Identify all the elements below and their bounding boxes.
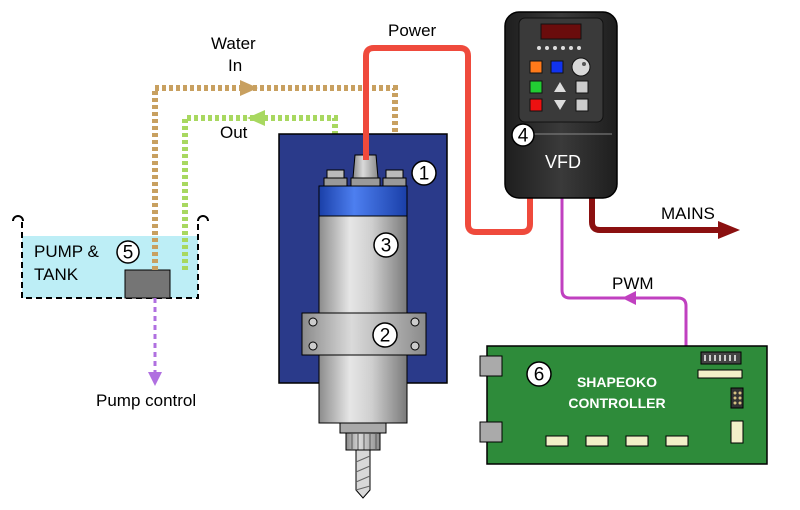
vfd-orange-button[interactable] bbox=[529, 60, 543, 74]
shapeoko-controller: 6 SHAPEOKO CONTROLLER bbox=[479, 345, 768, 465]
pump-tank-label-line2: TANK bbox=[34, 265, 79, 284]
spindle-collet bbox=[339, 422, 387, 451]
tank-lip-left bbox=[12, 215, 24, 222]
callout-5: 5 bbox=[123, 243, 134, 264]
vfd-knob[interactable] bbox=[571, 57, 591, 77]
pin-header-strip bbox=[697, 369, 743, 379]
pump-tank-label-line1: PUMP & bbox=[34, 242, 100, 261]
tank-outline bbox=[21, 222, 199, 299]
vfd-blue-button[interactable] bbox=[550, 60, 564, 74]
spindle-cap bbox=[318, 185, 408, 217]
stepper-connectors bbox=[545, 435, 689, 447]
pump-control-label: Pump control bbox=[96, 391, 196, 410]
spindle-clamp bbox=[301, 312, 427, 356]
usb-port bbox=[479, 355, 503, 377]
water-in-label-line1: Water bbox=[211, 34, 256, 53]
end-mill-bit bbox=[355, 449, 371, 499]
callout-4-circle bbox=[511, 123, 535, 147]
vfd-gray-button-1[interactable] bbox=[575, 80, 589, 94]
controller-label-line2: CONTROLLER bbox=[568, 395, 665, 411]
callout-3-circle bbox=[373, 232, 399, 258]
vfd-display bbox=[540, 23, 582, 40]
vfd-indicator-leds bbox=[537, 46, 581, 50]
callout-6-circle bbox=[526, 361, 552, 387]
callout-6: 6 bbox=[534, 365, 545, 386]
vfd-run-button[interactable] bbox=[529, 80, 543, 94]
pump-tank: PUMP & TANK 5 bbox=[12, 215, 209, 299]
side-terminal bbox=[730, 420, 744, 444]
power-jack bbox=[479, 421, 503, 443]
power-label: Power bbox=[388, 21, 437, 40]
vfd-stop-button[interactable] bbox=[529, 98, 543, 112]
vfd-label: VFD bbox=[545, 152, 581, 172]
vfd-gray-button-2[interactable] bbox=[575, 98, 589, 112]
tank-lip-right bbox=[197, 215, 209, 222]
vfd-unit: 4 VFD bbox=[504, 11, 618, 199]
water-in-arrow bbox=[240, 80, 258, 96]
pump-control-line bbox=[148, 298, 162, 386]
vfd-up-arrow-icon[interactable] bbox=[554, 82, 566, 92]
pwm-label: PWM bbox=[612, 274, 654, 293]
pump-unit bbox=[124, 269, 171, 299]
water-out-label: Out bbox=[220, 123, 248, 142]
callout-2-circle bbox=[372, 322, 398, 348]
controller-label-line1: SHAPEOKO bbox=[577, 374, 657, 390]
mains-line bbox=[589, 198, 722, 233]
mains-arrow bbox=[718, 221, 740, 239]
water-in-label-line2: In bbox=[228, 56, 242, 75]
power-line bbox=[363, 45, 533, 235]
mains-label: MAINS bbox=[661, 204, 715, 223]
water-out-arrow bbox=[247, 110, 265, 126]
pwm-arrow bbox=[622, 291, 636, 305]
vfd-down-arrow-icon[interactable] bbox=[554, 100, 566, 110]
callout-4: 4 bbox=[518, 126, 529, 147]
callout-1: 1 bbox=[419, 164, 430, 185]
callout-1-circle bbox=[411, 160, 437, 186]
callout-5-circle bbox=[116, 240, 140, 264]
callout-2: 2 bbox=[380, 326, 391, 347]
water-in-line bbox=[152, 85, 398, 270]
callout-3: 3 bbox=[381, 236, 392, 257]
